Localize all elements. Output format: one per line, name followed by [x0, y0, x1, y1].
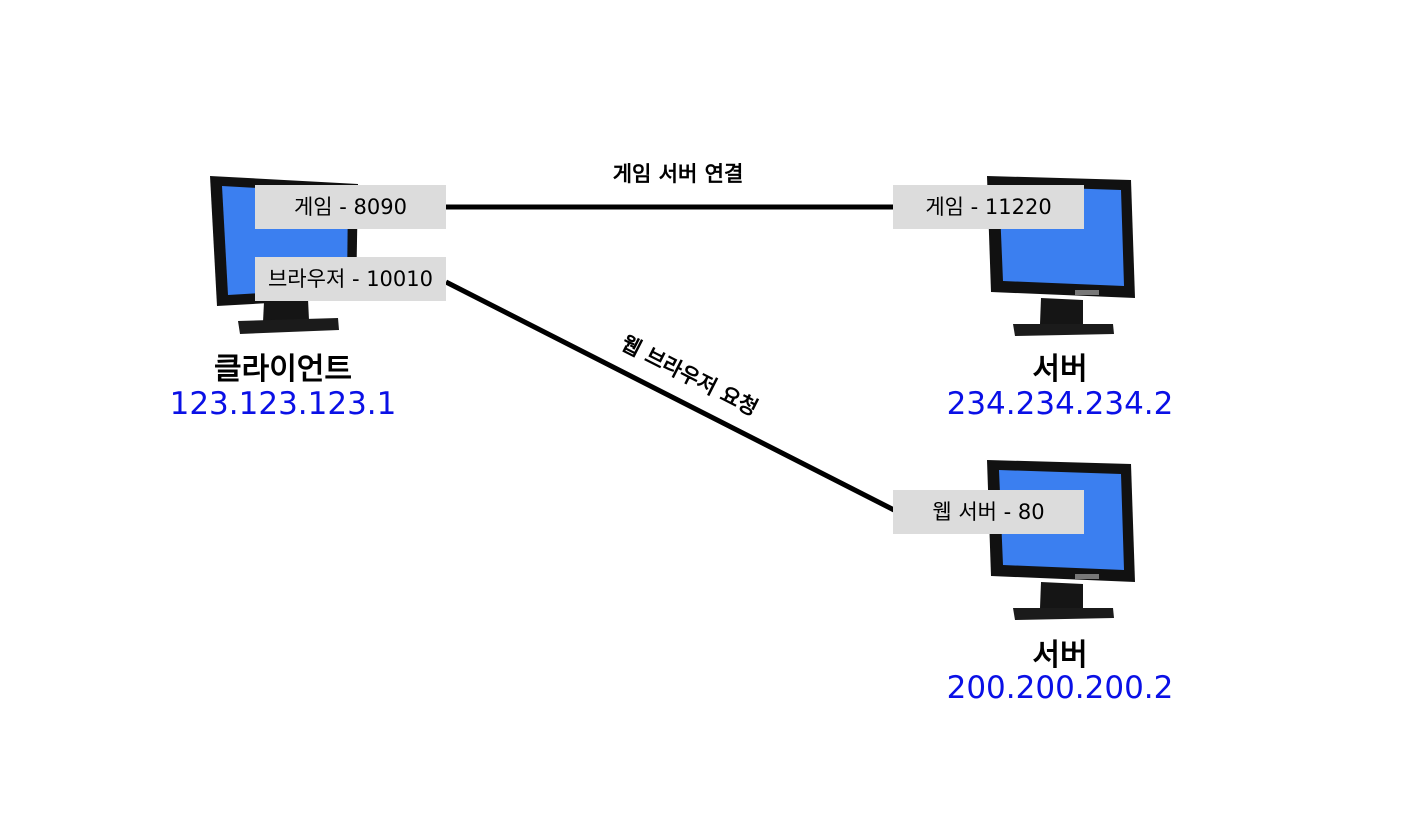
game-server-port-label: 게임 - 11220 — [893, 185, 1084, 229]
client-ip: 123.123.123.1 — [169, 386, 397, 422]
game-connection-label: 게임 서버 연결 — [612, 162, 744, 186]
game-server-name: 서버 — [1032, 352, 1088, 387]
client-browser-port-label: 브라우저 - 10010 — [255, 257, 446, 301]
client-name: 클라이언트 — [214, 352, 352, 387]
client-game-port-label: 게임 - 8090 — [255, 185, 446, 229]
web-server-ip: 200.200.200.2 — [946, 670, 1174, 706]
web-server-name: 서버 — [1032, 638, 1088, 673]
game-server-ip: 234.234.234.2 — [946, 386, 1174, 422]
web-server-monitor-icon — [983, 458, 1138, 624]
web-connection-line — [444, 279, 896, 513]
web-server-port-label: 웹 서버 - 80 — [893, 490, 1084, 534]
